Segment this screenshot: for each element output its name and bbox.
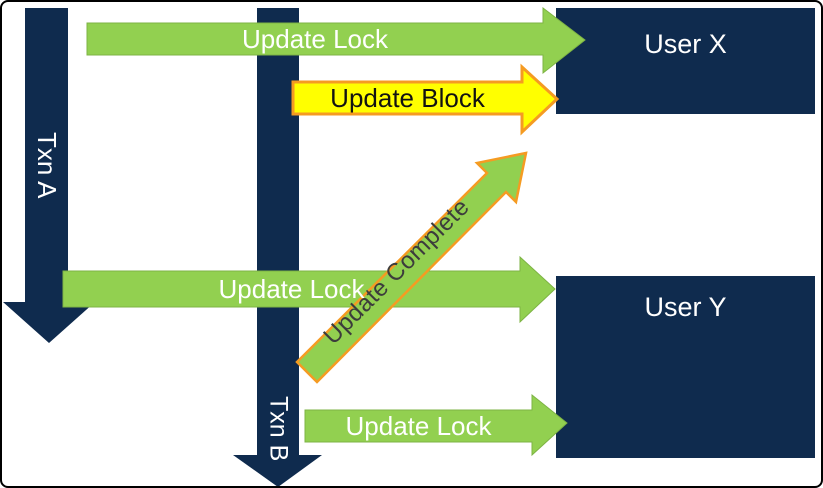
txn-a-arrow [3,8,95,343]
user-x-box [556,8,815,114]
update-complete-arrow [295,151,528,384]
update-block-arrow [291,63,560,136]
update-lock-y-arrow [62,255,556,324]
update-lock-x-arrow [86,6,586,75]
user-y-box [556,276,815,458]
txn-b-arrow [233,8,322,486]
update-lock-retry-arrow [304,393,568,457]
